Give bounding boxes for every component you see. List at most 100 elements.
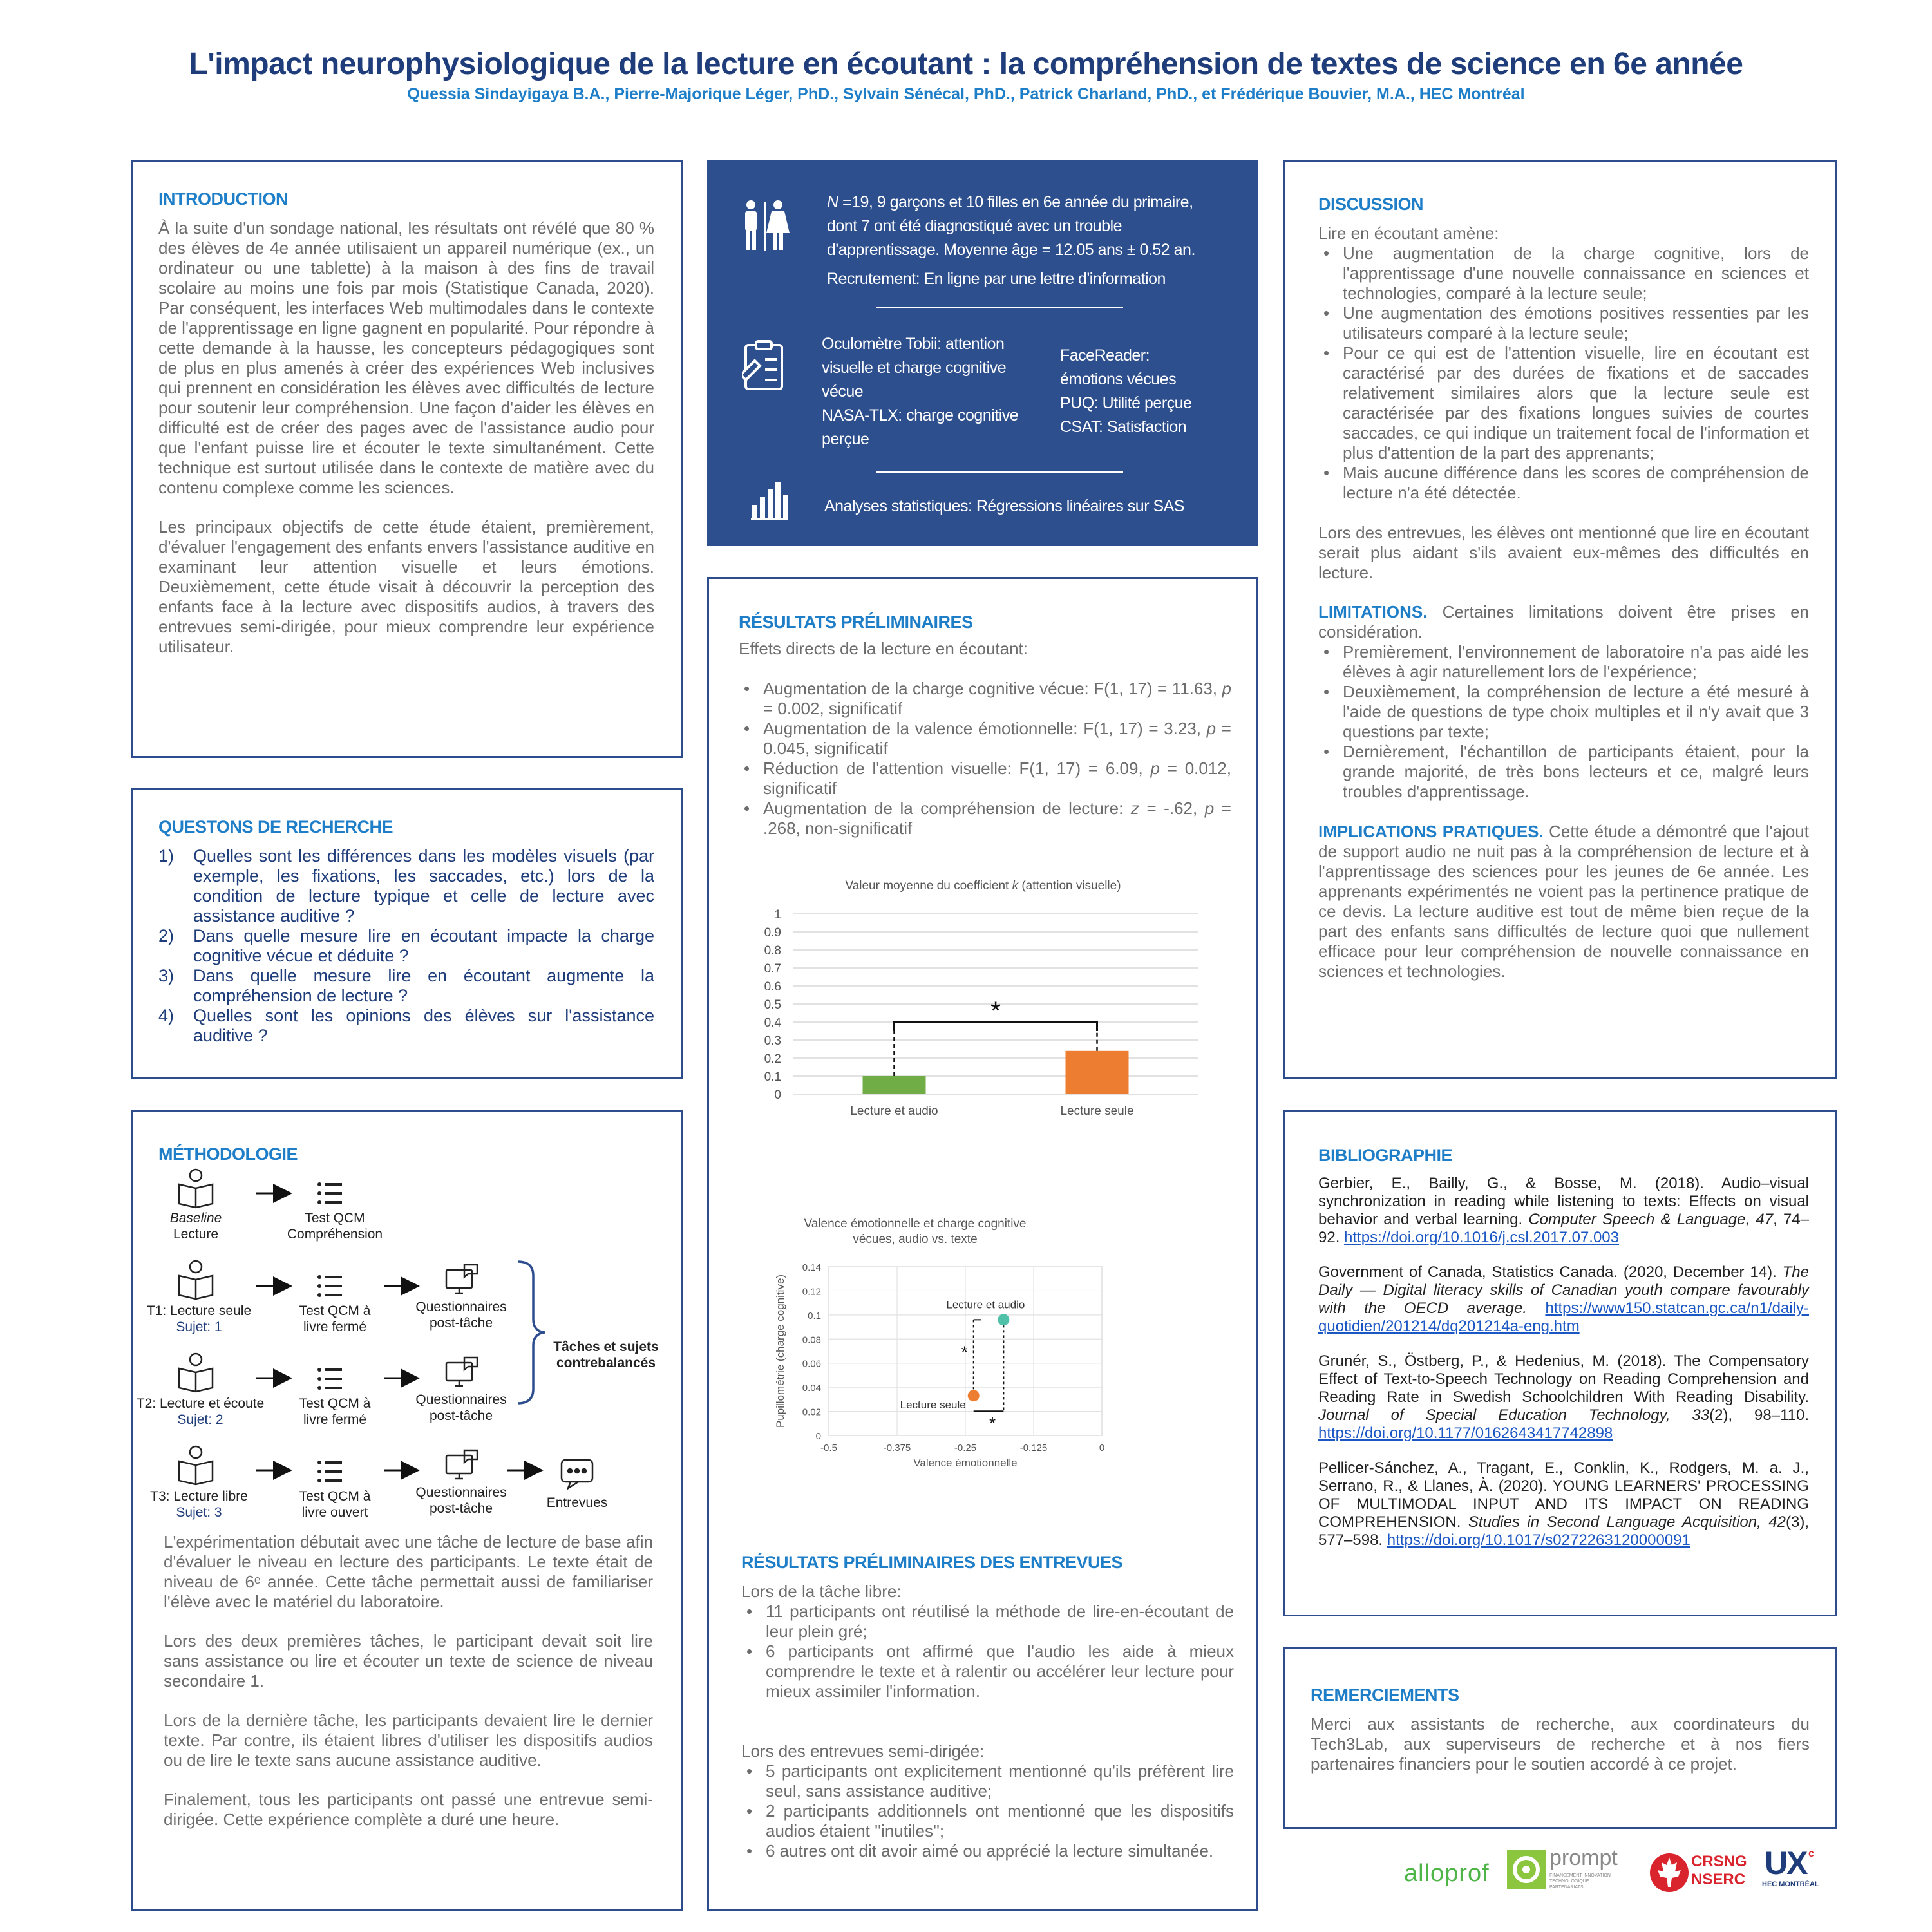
clipboard-icon xyxy=(742,340,783,390)
x-axis-label: Valence émotionnelle xyxy=(913,1457,1017,1469)
methodology-paragraph-2: Lors des deux premières tâches, le parti… xyxy=(164,1631,653,1690)
task-3-qcm-label-1: Test QCM à xyxy=(299,1489,371,1504)
y-tick-label: 0.2 xyxy=(764,1052,781,1066)
divider xyxy=(876,307,1123,308)
nserc-wordmark: NSERC xyxy=(1691,1871,1746,1888)
result-item: Augmentation de la charge cognitive vécu… xyxy=(744,679,1231,719)
y-tick-label: 0.02 xyxy=(802,1407,821,1418)
nasa-line-1: NASA-TLX: charge cognitive xyxy=(822,406,1019,424)
interviews-label: Entrevues xyxy=(546,1495,608,1510)
reference-3: Grunér, S., Östberg, P., & Hedenius, M. … xyxy=(1318,1352,1809,1442)
divider xyxy=(876,471,1123,473)
y-tick-label: 0.3 xyxy=(764,1034,781,1048)
reference-4-link[interactable]: https://doi.org/10.1017/s027226312000009… xyxy=(1387,1531,1690,1549)
methodology-heading: MÉTHODOLOGIE xyxy=(158,1144,298,1164)
tobii-line-3: vécue xyxy=(822,383,864,401)
discussion-paragraph-2: Lors des entrevues, les élèves ont menti… xyxy=(1318,523,1809,582)
counterbalanced-label-2: contrebalancés xyxy=(556,1356,656,1370)
reader-icon xyxy=(178,1168,214,1486)
bar xyxy=(1065,1050,1129,1094)
task-3-qcm-label-2: livre ouvert xyxy=(301,1505,368,1520)
reference-2-link[interactable]: https://www150.statcan.gc.ca/n1/daily-qu… xyxy=(1318,1300,1809,1335)
question-number: 1) xyxy=(158,846,175,866)
y-tick-label: 0.8 xyxy=(764,944,781,958)
reference-3-link[interactable]: https://doi.org/10.1177/0162643417742898 xyxy=(1318,1425,1613,1442)
checklist-icon xyxy=(317,1182,342,1482)
hec-wordmark: HEC MONTRÉAL xyxy=(1762,1880,1819,1888)
task-2-qcm-label-2: livre fermé xyxy=(303,1412,367,1427)
flow-arrows xyxy=(256,1184,544,1480)
results-list: Augmentation de la charge cognitive vécu… xyxy=(739,679,1231,838)
implications-text: Cette étude a démontré que l'ajout de su… xyxy=(1318,822,1809,981)
prompt-wordmark: prompt xyxy=(1549,1846,1618,1870)
chat-icon xyxy=(560,1459,594,1491)
y-tick-label: 1 xyxy=(774,908,781,922)
question-number: 4) xyxy=(158,1006,175,1025)
bar-chart-title: Valeur moyenne du coefficient k (attenti… xyxy=(845,879,1121,893)
interview-item: 6 autres ont dit avoir aimé ou apprécié … xyxy=(746,1841,1234,1861)
interview-item: 11 participants ont réutilisé la méthode… xyxy=(746,1602,1234,1642)
prompt-tagline: FINANCEMENT INNOVATION TECHNOLOGIQUE PAR… xyxy=(1549,1873,1611,1889)
task-3-questionnaire-label-2: post-tâche xyxy=(429,1501,493,1516)
significance-star: * xyxy=(989,1414,996,1433)
acknowledgements-heading: REMERCIEMENTS xyxy=(1311,1685,1459,1705)
results-intro: Effets directs de la lecture en écoutant… xyxy=(739,639,1028,658)
interviews-intro-2: Lors des entrevues semi-dirigée: xyxy=(741,1741,985,1761)
task-3-subject: Sujet: 3 xyxy=(176,1505,222,1520)
discussion-panel: DISCUSSION Lire en écoutant amène: Une a… xyxy=(1283,160,1837,1079)
recruitment-text: Recrutement: En ligne par une lettre d'i… xyxy=(827,270,1166,288)
discussion-item: Une augmentation de la charge cognitive,… xyxy=(1323,243,1809,303)
questions-list: 1) Quelles sont les différences dans les … xyxy=(158,846,654,1046)
question-text: Quelles sont les différences dans les mo… xyxy=(193,846,654,925)
interview-item: 6 participants ont affirmé que l'audio l… xyxy=(746,1642,1234,1701)
brace xyxy=(517,1260,545,1405)
participants-line-3: d'apprentissage. Moyenne âge = 12.05 ans… xyxy=(827,241,1195,259)
puq-line: PUQ: Utilité perçue xyxy=(1060,394,1192,412)
prompt-emblem-icon xyxy=(1507,1850,1546,1889)
discussion-item: Pour ce qui est de l'attention visuelle,… xyxy=(1323,343,1809,463)
crsng-wordmark: CRSNG xyxy=(1691,1853,1747,1870)
reference-4: Pellicer-Sánchez, A., Tragant, E., Conkl… xyxy=(1318,1459,1809,1549)
facereader-line-2: émotions vécues xyxy=(1060,370,1177,388)
nasa-line-2: perçue xyxy=(822,430,869,448)
task-2-subject: Sujet: 2 xyxy=(177,1412,223,1427)
task-1-questionnaire-label-1: Questionnaires xyxy=(415,1300,507,1314)
interview-item: 2 participants additionnels ont mentionn… xyxy=(746,1801,1234,1841)
participants-panel: N =19, 9 garçons et 10 filles en 6e anné… xyxy=(707,160,1258,546)
interviews-list-1: 11 participants ont réutilisé la méthode… xyxy=(741,1602,1234,1701)
task-1-questionnaire-label-2: post-tâche xyxy=(429,1316,493,1331)
question-item: 2)Dans quelle mesure lire en écoutant im… xyxy=(158,926,654,966)
limitations-list: Premièrement, l'environnement de laborat… xyxy=(1318,642,1809,802)
question-item: 1) Quelles sont les différences dans les … xyxy=(158,846,654,926)
introduction-heading: INTRODUCTION xyxy=(158,189,288,209)
data-point-label: Lecture seule xyxy=(900,1399,966,1411)
results-heading: RÉSULTATS PRÉLIMINAIRES xyxy=(739,612,973,632)
bar xyxy=(862,1076,926,1094)
task-2-questionnaire-label-1: Questionnaires xyxy=(415,1392,507,1407)
ux-accent: c xyxy=(1808,1848,1814,1859)
interview-item: 5 participants ont explicitement mention… xyxy=(746,1761,1234,1801)
significance-star: * xyxy=(961,1342,968,1361)
x-tick-label: -0.25 xyxy=(954,1443,976,1454)
questions-heading: QUESTONS DE RECHERCHE xyxy=(158,817,393,837)
significance-bracket xyxy=(893,1021,1098,1031)
ux-hec-logo: UX c HEC MONTRÉAL xyxy=(1762,1845,1833,1899)
task-2-questionnaire-label-2: post-tâche xyxy=(429,1408,493,1423)
task-1-qcm-label-2: livre fermé xyxy=(303,1320,367,1334)
poster-title: L'impact neurophysiologique de la lectur… xyxy=(189,47,1743,81)
question-item: 3)Dans quelle mesure lire en écoutant au… xyxy=(158,966,654,1006)
methodology-paragraph-4: Finalement, tous les participants ont pa… xyxy=(164,1790,653,1829)
test-comprehension-label-1: Test QCM xyxy=(305,1211,365,1226)
y-tick-label: 0.06 xyxy=(802,1359,821,1370)
limitation-item: Deuxièmement, la compréhension de lectur… xyxy=(1323,682,1809,742)
result-item: Réduction de l'attention visuelle: F(1, … xyxy=(744,759,1231,799)
methodology-panel: MÉTHODOLOGIE xyxy=(131,1110,683,1911)
test-comprehension-label-2: Compréhension xyxy=(287,1227,383,1242)
limitation-item: Dernièrement, l'échantillon de participa… xyxy=(1323,742,1809,802)
reference-1-link[interactable]: https://doi.org/10.1016/j.csl.2017.07.00… xyxy=(1344,1229,1620,1246)
significance-star: * xyxy=(990,997,1001,1025)
csat-line: CSAT: Satisfaction xyxy=(1060,418,1187,436)
bar-chart-icon xyxy=(751,482,788,520)
acknowledgements-panel: REMERCIEMENTS Merci aux assistants de re… xyxy=(1283,1647,1837,1829)
bibliography-panel: BIBLIOGRAPHIE Gerbier, E., Bailly, G., &… xyxy=(1283,1110,1837,1616)
